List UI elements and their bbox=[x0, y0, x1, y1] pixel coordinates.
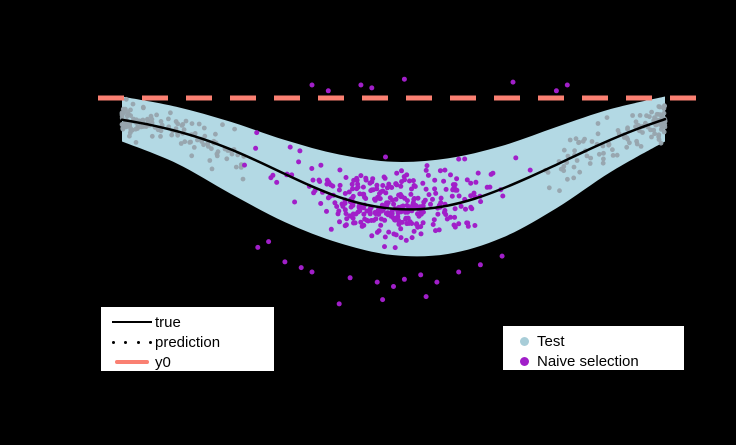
solid-line-key bbox=[109, 312, 155, 332]
legend-lines: true prediction y0 bbox=[101, 307, 274, 371]
dashed-line-key bbox=[109, 352, 155, 372]
legend-points: Test Naive selection bbox=[503, 326, 684, 370]
legend-item-test: Test bbox=[511, 331, 675, 351]
legend-label-prediction: prediction bbox=[155, 333, 221, 351]
circle-marker-key-test bbox=[511, 331, 537, 351]
legend-label-naive-selection: Naive selection bbox=[537, 352, 639, 370]
legend-item-prediction: prediction bbox=[109, 332, 265, 352]
legend-item-y0: y0 bbox=[109, 352, 265, 372]
circle-marker-key-naive bbox=[511, 351, 537, 371]
dotted-line-key bbox=[109, 332, 155, 352]
legend-label-true: true bbox=[155, 313, 181, 331]
legend-label-y0: y0 bbox=[155, 353, 171, 371]
legend-item-naive-selection: Naive selection bbox=[511, 351, 675, 371]
legend-item-true: true bbox=[109, 312, 265, 332]
legend-label-test: Test bbox=[537, 332, 565, 350]
